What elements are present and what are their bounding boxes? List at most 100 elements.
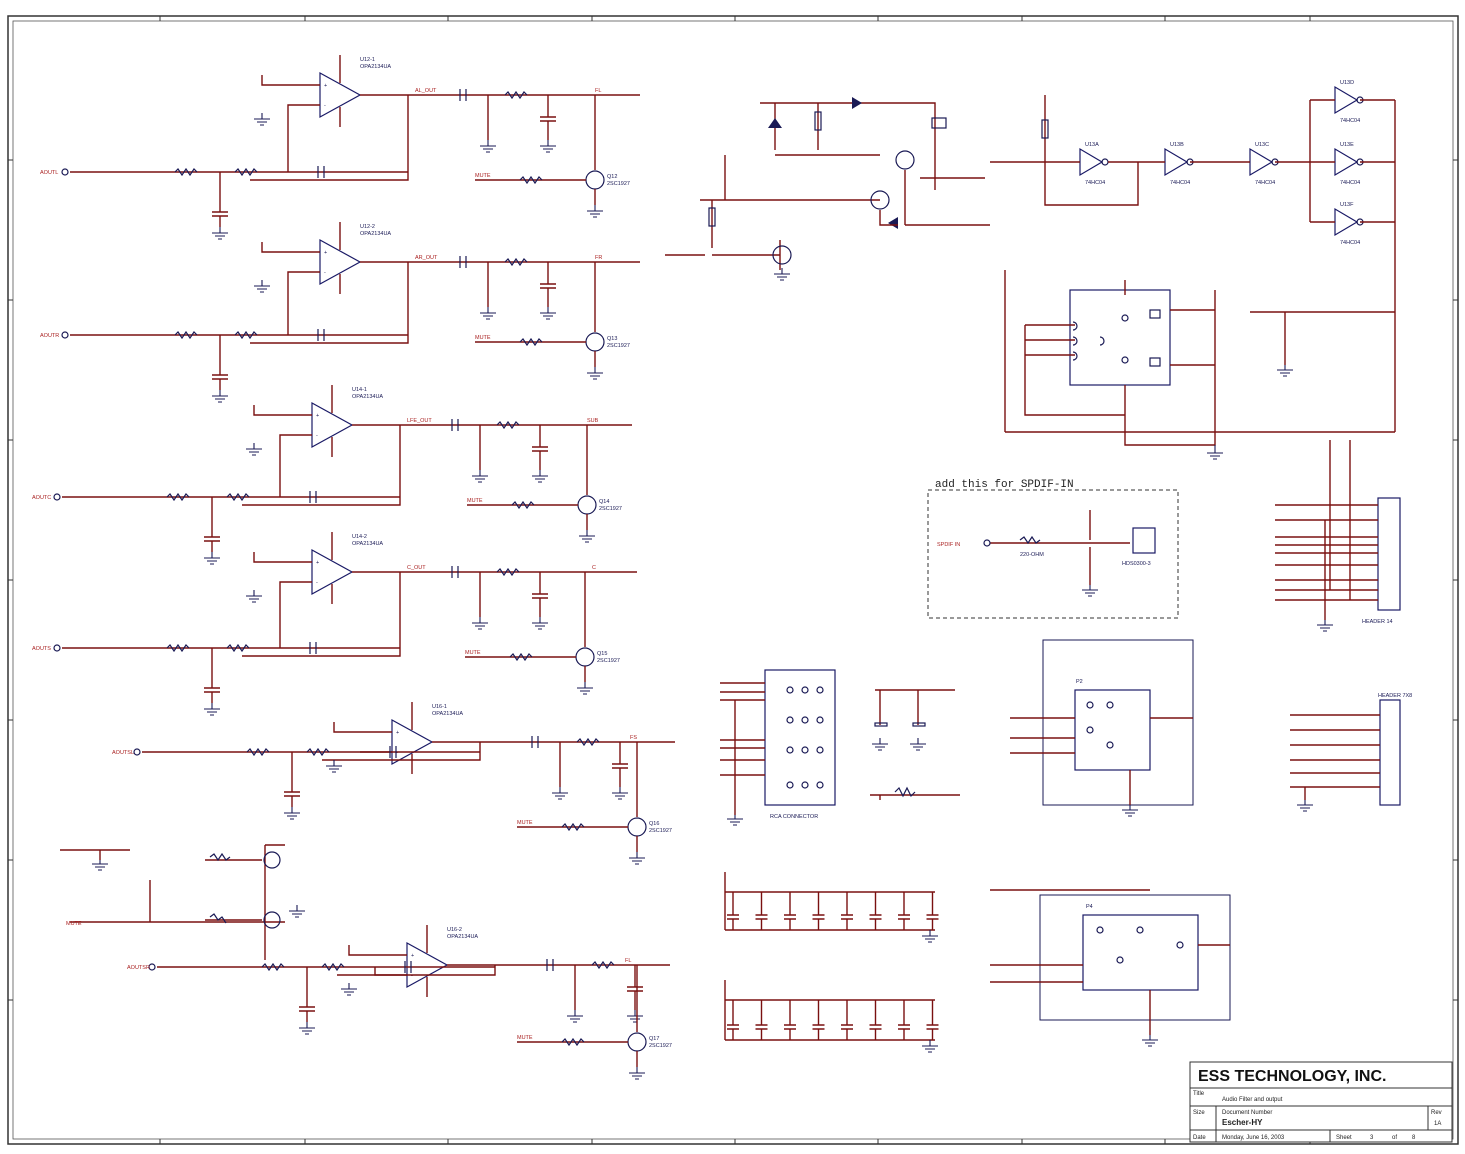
ground-symbol [480, 307, 496, 320]
opamp-plus-wire [253, 552, 312, 563]
channel-input-net: AOUTC [32, 495, 51, 501]
opamp-plus: + [316, 413, 319, 419]
date-label: Date [1193, 1135, 1206, 1141]
resistor [496, 567, 520, 577]
ground-symbol [612, 787, 628, 800]
input-port [53, 644, 61, 652]
decoupling-capacitor [869, 892, 882, 930]
mute-transistor-wiring [467, 504, 588, 530]
channel-input-net: AOUTSL [112, 750, 134, 756]
mute-net: MUTE [467, 498, 483, 504]
opamp-minus: - [396, 750, 398, 756]
shunt-capacitor [284, 752, 300, 807]
connector-p4 [990, 889, 1231, 1047]
resistor [234, 330, 258, 340]
decoupling-capacitor [812, 892, 825, 930]
output-filter-cap [532, 425, 548, 470]
inverter-ref: U13A [1085, 142, 1099, 148]
decoupling-capacitor [727, 1000, 739, 1040]
header-j6-label: HEADER 14 [1362, 619, 1393, 625]
ground-symbol [922, 1040, 938, 1053]
sheet-label: Sheet [1336, 1135, 1352, 1141]
feedback-capacitor [309, 642, 317, 654]
resistor [234, 167, 258, 177]
opamp-part: OPA2134UA [352, 541, 383, 547]
channel-input-net: AOUTL [40, 170, 58, 176]
opamp-output-wire [250, 261, 640, 344]
mute-net-label: MUTE [66, 921, 82, 927]
opamp-symbol [406, 941, 449, 989]
output-capacitor [531, 736, 539, 748]
inverter-part: 74HC04 [1340, 180, 1360, 186]
resistor [166, 643, 190, 653]
output-capacitor [451, 566, 459, 578]
input-port [133, 748, 141, 756]
inverter-symbol [1334, 147, 1359, 177]
mute-transistor [627, 1032, 647, 1052]
inverter-part: 74HC04 [1255, 180, 1275, 186]
transistor-ref: Q12 [607, 174, 617, 180]
resistor [591, 960, 615, 970]
channel-out-net: FR [595, 255, 602, 261]
spdif-in-label: SPDIF IN [937, 542, 960, 548]
opamp-ref: U12-2 [360, 224, 375, 230]
title-label: Title [1193, 1091, 1205, 1097]
bank-rails [724, 872, 935, 931]
ground-symbol [341, 983, 357, 996]
resistor [226, 643, 250, 653]
header-j7 [1290, 699, 1401, 812]
mute-transistor-wiring [517, 826, 638, 852]
input-port [148, 963, 156, 971]
opamp-minus: - [316, 580, 318, 586]
channel-out-net: C [592, 565, 596, 571]
inverter-ref: U13B [1170, 142, 1184, 148]
feedback-capacitor [317, 329, 325, 341]
opamp-output-wire [242, 424, 632, 506]
ground-symbol [577, 682, 593, 695]
ground-symbol [204, 703, 220, 716]
rca-connector-p3 [720, 669, 836, 826]
opamp-minus-wire [287, 104, 320, 172]
opamp-output-net: AR_OUT [415, 255, 438, 261]
shunt-capacitor [212, 172, 228, 227]
inverter-part: 74HC04 [1340, 240, 1360, 246]
channel-out-net: SUB [587, 418, 599, 424]
inverter-part: 74HC04 [1085, 180, 1105, 186]
sheet-total: 8 [1412, 1135, 1416, 1141]
opamp-minus: - [411, 973, 413, 979]
mute-driver-circuit [665, 97, 990, 281]
ground-symbol [567, 1010, 583, 1023]
ground-symbol [204, 552, 220, 565]
ground-symbol [254, 280, 270, 293]
resistor [226, 492, 250, 502]
rev-label: Rev [1431, 1110, 1442, 1116]
opamp-minus: - [324, 270, 326, 276]
resistor [174, 330, 198, 340]
spdif-resistor-value: 220-OHM [1020, 552, 1044, 558]
resistor [174, 167, 198, 177]
header-j6 [1275, 440, 1401, 632]
opamp-output-net: AL_OUT [415, 88, 437, 94]
decoupling-capacitor-banks [724, 872, 939, 1053]
transistor-ref: Q14 [599, 499, 609, 505]
resistor [504, 90, 528, 100]
inverter-u13a: U13A 74HC04 [1079, 142, 1109, 186]
transistor-part: 2SC1927 [649, 1043, 672, 1049]
ground-symbol [532, 617, 548, 630]
output-filter-cap [532, 572, 548, 617]
sheet-border [7, 15, 1459, 1145]
resistor [511, 500, 535, 510]
mute-net: MUTE [465, 650, 481, 656]
inverter-symbol [1164, 147, 1189, 177]
decoupling-capacitor [755, 1000, 768, 1040]
channel-input-net: AOUTS [32, 646, 51, 652]
opamp-minus-wire [279, 434, 312, 497]
mute-net: MUTE [517, 1035, 533, 1041]
opamp-symbol [391, 718, 434, 766]
